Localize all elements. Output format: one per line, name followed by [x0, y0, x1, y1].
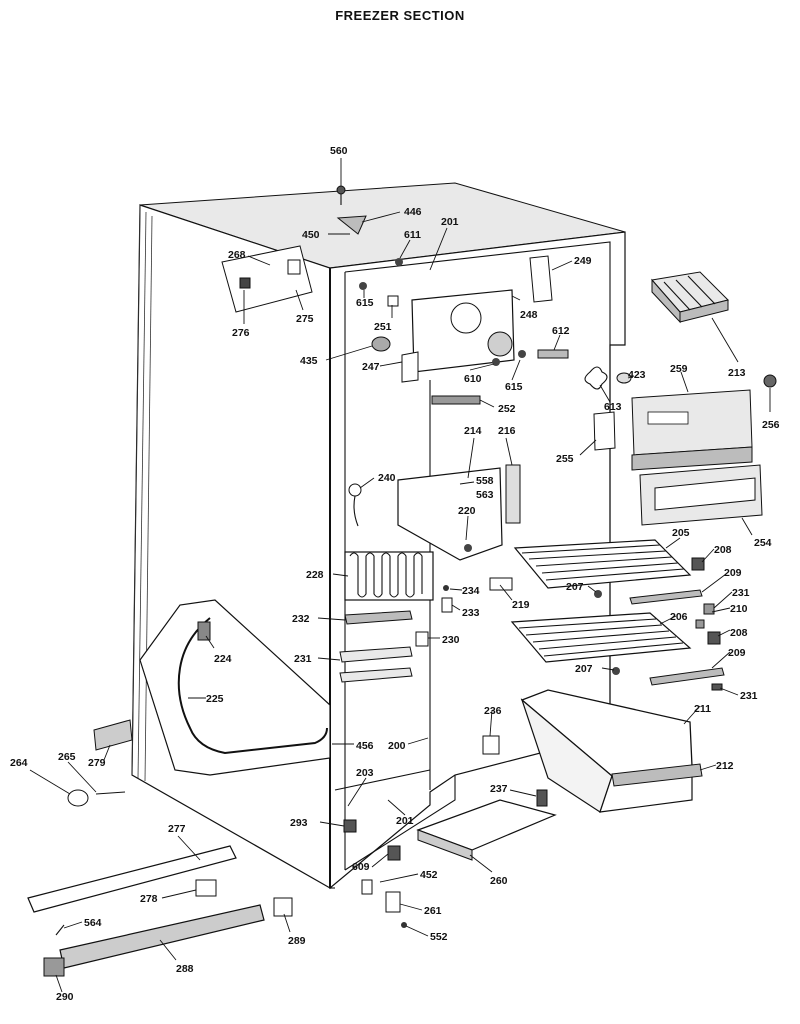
callout-563: 563 [476, 489, 494, 501]
callout-206: 206 [670, 611, 688, 623]
callout-615-b: 615 [505, 381, 523, 393]
callout-248: 248 [520, 309, 538, 321]
callout-446: 446 [404, 206, 422, 218]
callout-452: 452 [420, 869, 438, 881]
callout-230: 230 [442, 634, 460, 646]
drain-trough [339, 610, 413, 683]
leader-lines [29, 158, 771, 993]
callout-275: 275 [296, 313, 314, 325]
callout-255: 255 [556, 453, 574, 465]
callout-612: 612 [552, 325, 570, 337]
callout-611: 611 [404, 229, 421, 241]
callout-613: 613 [604, 401, 622, 413]
ice-tray [651, 271, 729, 324]
callout-423: 423 [628, 369, 646, 381]
callout-251: 251 [374, 321, 392, 333]
callout-289: 289 [288, 935, 306, 947]
callout-205: 205 [672, 527, 690, 539]
callout-254: 254 [754, 537, 772, 549]
callout-558: 558 [476, 475, 494, 487]
callout-231-b: 231 [294, 653, 312, 665]
evaporator-cover [397, 467, 503, 561]
callout-260: 260 [490, 875, 508, 887]
callout-450: 450 [302, 229, 320, 241]
callout-231: 231 [732, 587, 750, 599]
fan-bracket [401, 289, 515, 383]
callout-435: 435 [300, 355, 318, 367]
callout-212: 212 [716, 760, 734, 772]
callout-208-b: 208 [730, 627, 748, 639]
callout-615: 615 [356, 297, 374, 309]
callout-552: 552 [430, 931, 448, 943]
callout-232: 232 [292, 613, 310, 625]
shelf-panel [631, 389, 753, 471]
shelf-lower [510, 612, 725, 686]
callout-609: 609 [352, 861, 370, 873]
callout-210: 210 [730, 603, 748, 615]
callout-610: 610 [464, 373, 482, 385]
callout-249: 249 [574, 255, 592, 267]
callout-564: 564 [84, 917, 102, 929]
callout-560: 560 [330, 145, 348, 157]
gasket-panel [139, 599, 331, 776]
callout-233: 233 [462, 607, 480, 619]
callout-208: 208 [714, 544, 732, 556]
callout-268: 268 [228, 249, 246, 261]
small-parts [27, 185, 777, 977]
callout-207: 207 [566, 581, 584, 593]
callout-211: 211 [694, 703, 711, 715]
callout-279: 279 [88, 757, 106, 769]
callout-290: 290 [56, 991, 74, 1003]
page-title: FREEZER SECTION [335, 8, 465, 23]
callout-213: 213 [728, 367, 746, 379]
ice-bucket [639, 464, 763, 526]
callout-276: 276 [232, 327, 250, 339]
callout-220: 220 [458, 505, 476, 517]
callout-264: 264 [10, 757, 28, 769]
callout-216: 216 [498, 425, 516, 437]
callout-293: 293 [290, 817, 308, 829]
shelf-upper [513, 539, 703, 605]
callout-203: 203 [356, 767, 374, 779]
callout-265: 265 [58, 751, 76, 763]
callout-456: 456 [356, 740, 374, 752]
callout-228: 228 [306, 569, 324, 581]
callout-225: 225 [206, 693, 224, 705]
callout-278: 278 [140, 893, 158, 905]
callout-236: 236 [484, 705, 502, 717]
callout-256: 256 [762, 419, 780, 431]
callout-237: 237 [490, 783, 508, 795]
callout-labels: 560 446 450 201 611 268 249 615 276 275 … [10, 145, 780, 1003]
evaporator-coil [344, 551, 434, 601]
callout-277: 277 [168, 823, 186, 835]
callout-201-b: 201 [396, 815, 414, 827]
callout-231-c: 231 [740, 690, 758, 702]
callout-247: 247 [362, 361, 380, 373]
callout-200: 200 [388, 740, 406, 752]
callout-224: 224 [214, 653, 232, 665]
freezer-basket [520, 689, 703, 813]
callout-259: 259 [670, 363, 688, 375]
callout-209-b: 209 [728, 647, 746, 659]
callout-252: 252 [498, 403, 516, 415]
callout-219: 219 [512, 599, 530, 611]
callout-288: 288 [176, 963, 194, 975]
callout-240: 240 [378, 472, 396, 484]
callout-261: 261 [424, 905, 442, 917]
callout-201: 201 [441, 216, 459, 228]
callout-214: 214 [464, 425, 482, 437]
callout-234: 234 [462, 585, 480, 597]
callout-207-b: 207 [575, 663, 593, 675]
callout-209: 209 [724, 567, 742, 579]
